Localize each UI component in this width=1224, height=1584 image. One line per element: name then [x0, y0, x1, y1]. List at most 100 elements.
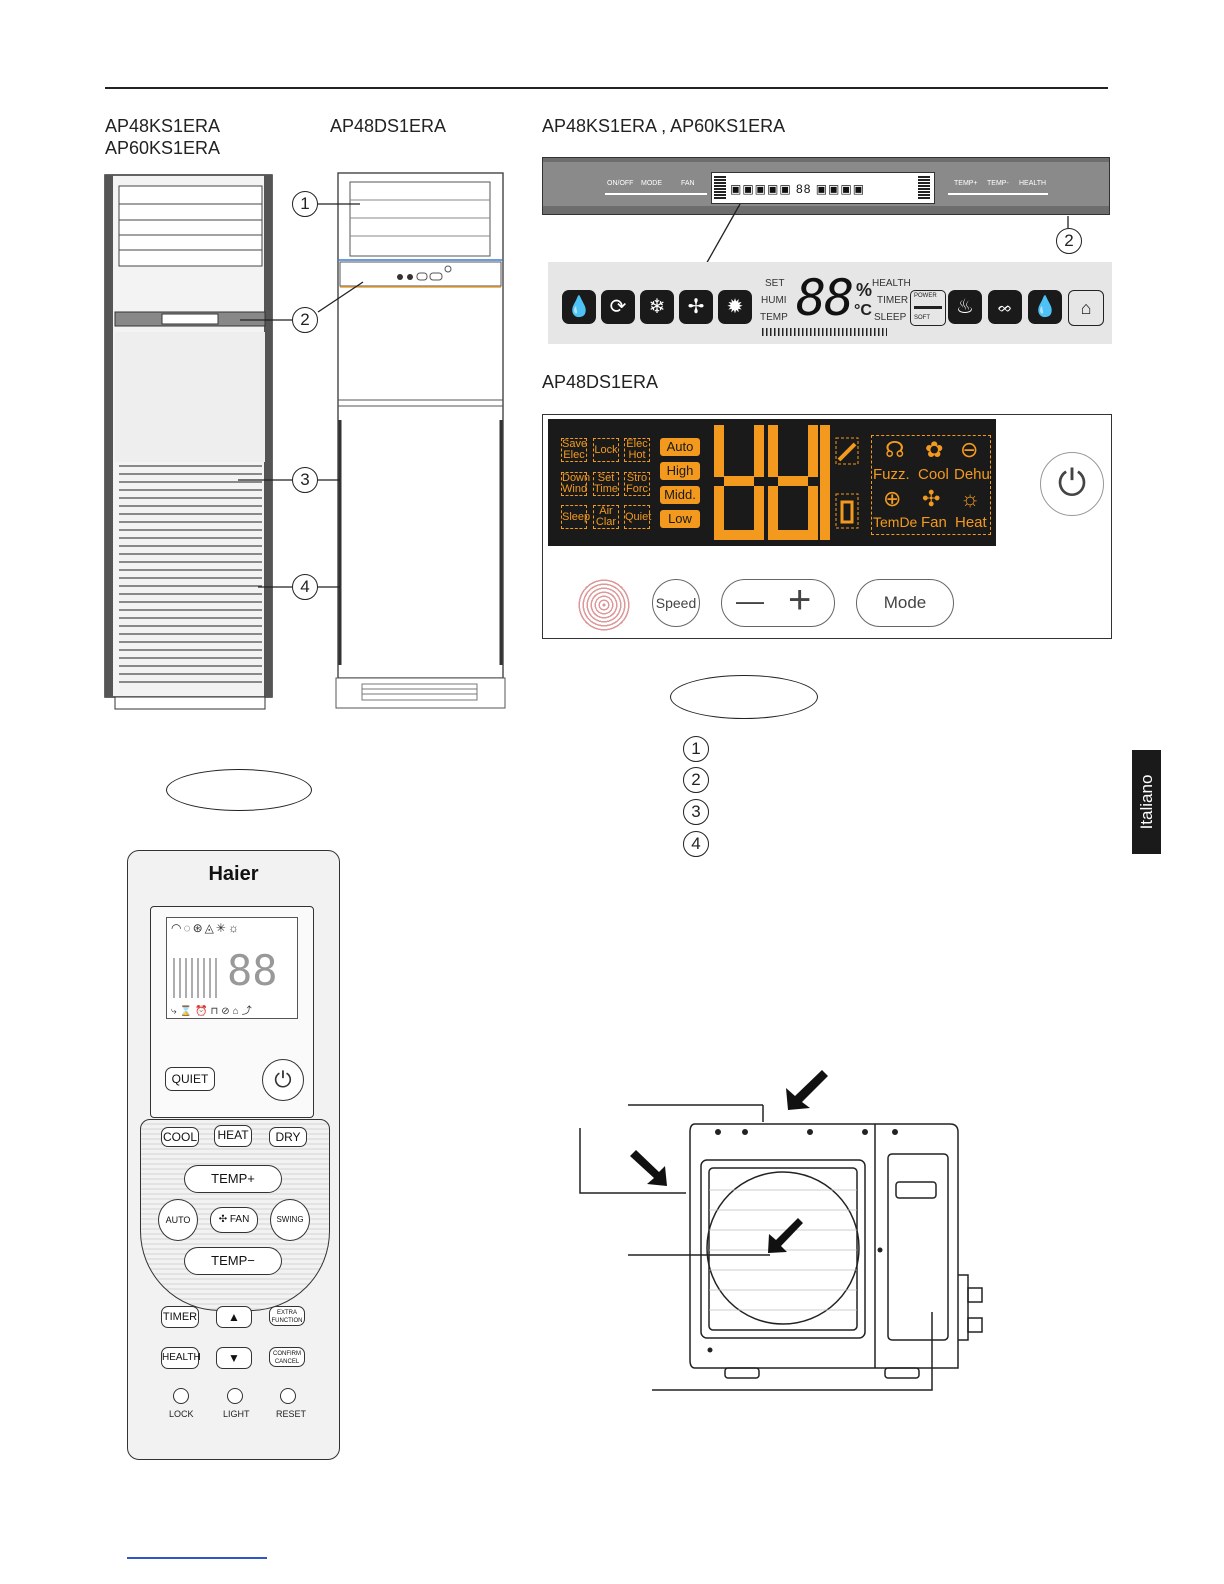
panel-button-mode[interactable]: MODE [641, 180, 662, 187]
remote-power-button[interactable]: ⏻ [262, 1059, 304, 1101]
callout-4: 4 [292, 574, 318, 600]
language-tab: Italiano [1132, 750, 1161, 854]
remote-health-button[interactable]: HEALTH [161, 1347, 201, 1369]
remote-light-button[interactable] [227, 1388, 243, 1404]
ds-sensor-icon [577, 578, 631, 632]
ds-mode-temde: TemDe [873, 514, 918, 530]
ds-minus-plus-button[interactable]: — + [721, 578, 835, 627]
control-panel-ks: ON/OFF MODE FAN ▣▣▣▣▣ 88 ▣▣▣▣ TEMP+ TEMP… [542, 157, 1110, 215]
remote-heat-button[interactable]: HEAT [214, 1125, 252, 1147]
water-plus-icon: 💧 [1028, 290, 1062, 324]
remote-brand-logo: Haier [208, 863, 259, 885]
ds-speed-button[interactable]: Speed [652, 579, 700, 627]
remote-cool-button[interactable]: COOL [161, 1127, 199, 1147]
fresh-air-icon: ⌂ [1068, 290, 1104, 326]
lcd-unit-percent: % [856, 280, 873, 300]
remote-dry-button[interactable]: DRY [269, 1127, 307, 1147]
panel-button-onoff[interactable]: ON/OFF [607, 180, 634, 187]
lcd-label-sleep: SLEEP [874, 312, 907, 323]
model-label-left: AP48KS1ERA [105, 116, 221, 136]
lcd-unit-celsius: °C [854, 302, 872, 319]
panel-button-temp-minus[interactable]: TEMP- [987, 180, 1009, 187]
remote-reset-label: RESET [276, 1409, 307, 1419]
remote-up-button[interactable]: ▲ [216, 1306, 252, 1328]
fuzzy-icon: ☊ [885, 437, 905, 462]
remote-timer-button[interactable]: TIMER [161, 1306, 199, 1328]
dehu-icon: ⊖ [960, 437, 979, 462]
ds-big-digits [714, 425, 859, 540]
ds-mode-button[interactable]: Mode [856, 579, 954, 627]
header-rule [105, 87, 1108, 89]
lcd-label-temp: TEMP [760, 312, 788, 323]
callout-3: 3 [292, 467, 318, 493]
lcd-digits: 88 [796, 269, 854, 327]
lcd-label-health: HEALTH [872, 278, 911, 289]
ds-mode-fan: Fan [921, 514, 947, 531]
heat-mode-icon: ☼ [960, 486, 981, 511]
fan-mode-icon: ✣ [922, 486, 941, 511]
panel-callout-lines [704, 203, 1069, 267]
remote-quiet-button[interactable]: QUIET [165, 1067, 215, 1091]
lcd-label-timer: TIMER [877, 295, 909, 306]
chevron-down-icon: ▼ [228, 1351, 240, 1365]
panel-button-temp-plus[interactable]: TEMP+ [954, 180, 978, 187]
remote-temp-minus-button[interactable]: TEMP− [184, 1247, 282, 1275]
remote-swing-button[interactable]: SWING [270, 1199, 310, 1241]
ds-mode-group [871, 435, 991, 535]
legend-item-4: 4 [683, 831, 709, 857]
speed-low: Low [660, 510, 700, 528]
speed-high: High [660, 462, 700, 480]
electric-heat-icon: ♨ [948, 290, 982, 324]
chevron-up-icon: ▲ [228, 1310, 240, 1324]
remote-fan-label: FAN [229, 1214, 250, 1225]
ds-plus-label[interactable]: + [788, 578, 812, 622]
remote-control: Haier ◠◌⊛◬✳☼ 88 ⤷⌛⏰⊓⊘⌂⤴ QUIET ⏻ COOL HEA… [127, 850, 340, 1460]
ds-box-quiet: Quiet [624, 505, 651, 529]
power-soft-indicator: POWER SOFT [910, 290, 946, 326]
remote-down-button[interactable]: ▼ [216, 1347, 252, 1369]
remote-auto-button[interactable]: AUTO [158, 1199, 198, 1241]
humidify-icon: ᨖ [988, 290, 1022, 324]
outdoor-unit-illustration [579, 1070, 983, 1391]
auto-icon: ⟳ [601, 290, 635, 324]
legend-oval [670, 675, 818, 719]
dry-icon: 💧 [562, 290, 596, 324]
model-label-right: AP48KS1ERA , AP60KS1ERA [542, 116, 786, 136]
ds-power-button[interactable]: ⏻ [1040, 452, 1104, 516]
ds-minus-label[interactable]: — [736, 585, 764, 616]
indoor-unit-ds-illustration [335, 172, 506, 709]
ds-mode-cool: Cool [918, 466, 949, 483]
lcd-label-humi: HUMI [761, 295, 787, 306]
footer-rule [127, 1557, 267, 1559]
legend-item-1: 1 [683, 736, 709, 762]
remote-light-label: LIGHT [223, 1409, 250, 1419]
remote-fan-button[interactable]: ✣ FAN [210, 1207, 258, 1233]
remote-lock-button[interactable] [173, 1388, 189, 1404]
model-label-middle: AP48DS1ERA [330, 116, 447, 136]
remote-lcd: ◠◌⊛◬✳☼ 88 ⤷⌛⏰⊓⊘⌂⤴ [166, 917, 298, 1019]
lcd-label-set: SET [765, 278, 785, 289]
panel-button-health[interactable]: HEALTH [1019, 180, 1047, 187]
panel-button-fan[interactable]: FAN [681, 180, 695, 187]
remote-temp-plus-button[interactable]: TEMP+ [184, 1165, 282, 1193]
indoor-callout-lines [238, 203, 364, 588]
remote-reset-button[interactable] [280, 1388, 296, 1404]
cool-mode-icon: ✿ [925, 437, 944, 462]
fan-icon: ✢ [679, 290, 713, 324]
panel-callout-2: 2 [1056, 228, 1082, 254]
cool-icon: ❄ [640, 290, 674, 324]
speed-midd: Midd. [660, 486, 700, 504]
ds-box-lock: Lock [593, 438, 619, 462]
legend-item-3: 3 [683, 799, 709, 825]
lcd-bargraph [762, 328, 887, 336]
temp-dehu-icon: ⊕ [883, 486, 902, 511]
ds-box-sleep: Sleep [561, 505, 590, 529]
legend-item-2: 2 [683, 767, 709, 793]
